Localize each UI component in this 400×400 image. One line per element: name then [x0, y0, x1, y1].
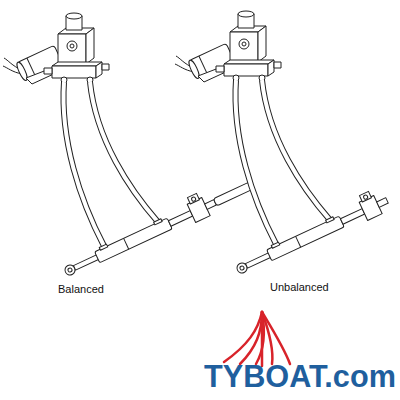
variant-label: Balanced [58, 283, 104, 296]
balanced-cylinder-drawing [3, 13, 219, 281]
through-rod [213, 182, 253, 206]
watermark: TYBOAT.com [204, 358, 396, 395]
logo-sail [224, 312, 290, 366]
variant-label: Unbalanced [270, 281, 329, 294]
unbalanced-cylinder-drawing [175, 11, 391, 279]
